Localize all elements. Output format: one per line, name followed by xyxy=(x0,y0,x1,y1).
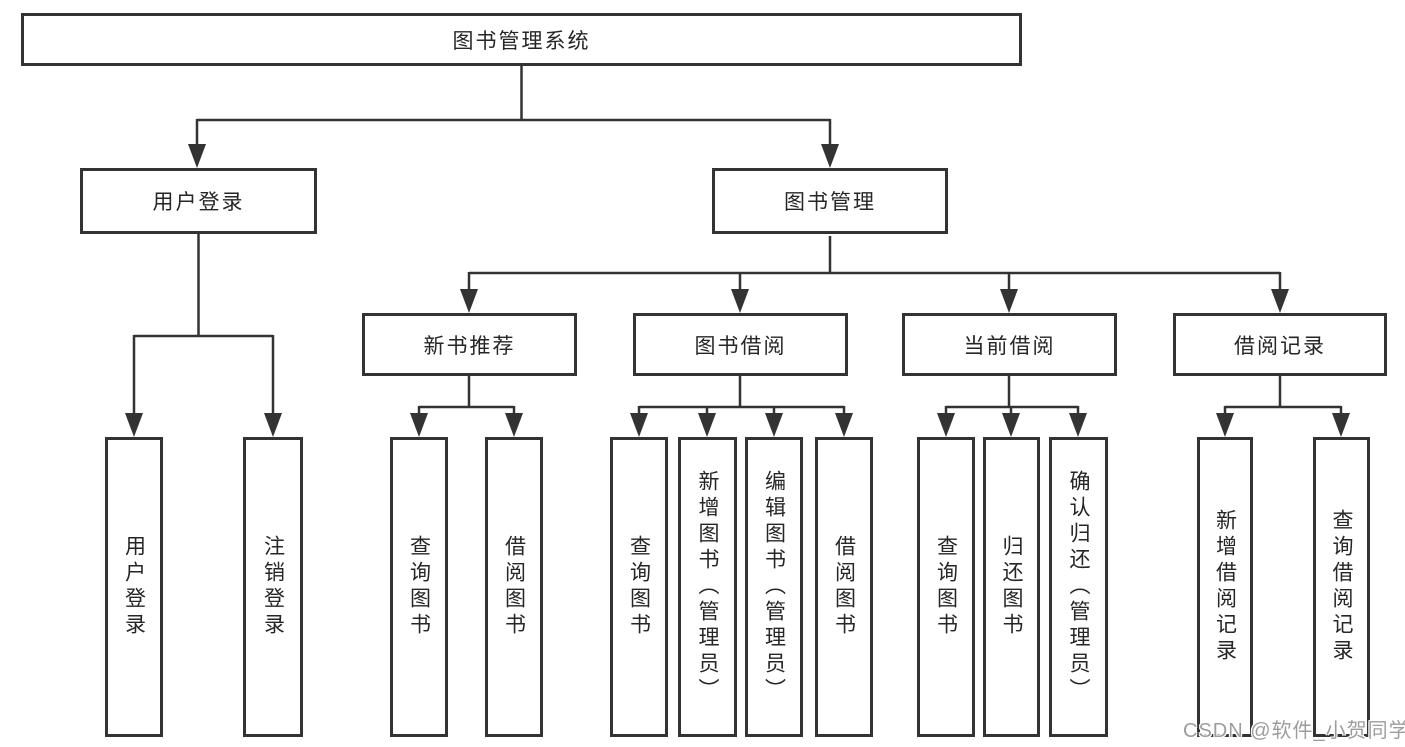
arrowheads xyxy=(125,144,1350,437)
leaf-edit-books-admin: 编辑图书（管理员） xyxy=(745,437,803,737)
watermark: CSDN @软件_小贺同学 xyxy=(1183,720,1405,742)
leaf-borrow-books-2: 借阅图书 xyxy=(815,437,873,737)
node-new-book-recommendation: 新书推荐 xyxy=(362,313,577,376)
node-book-borrowing: 图书借阅 xyxy=(633,313,848,376)
node-user-login: 用户登录 xyxy=(80,168,317,234)
leaf-query-books-2: 查询图书 xyxy=(610,437,668,737)
leaf-return-books: 归还图书 xyxy=(983,437,1040,737)
leaf-add-borrow-record: 新增借阅记录 xyxy=(1197,437,1253,737)
node-library-management-system: 图书管理系统 xyxy=(21,13,1022,66)
node-borrowing-records: 借阅记录 xyxy=(1173,313,1387,376)
leaf-confirm-return-admin: 确认归还（管理员） xyxy=(1049,437,1108,737)
node-book-management: 图书管理 xyxy=(712,168,948,234)
leaf-logout: 注销登录 xyxy=(243,437,303,737)
leaf-borrow-books-1: 借阅图书 xyxy=(485,437,543,737)
leaf-add-books-admin: 新增图书（管理员） xyxy=(678,437,737,737)
leaf-user-login: 用户登录 xyxy=(105,437,163,737)
leaf-query-books-1: 查询图书 xyxy=(390,437,448,737)
node-current-borrowing: 当前借阅 xyxy=(902,313,1117,376)
leaf-query-borrow-record: 查询借阅记录 xyxy=(1313,437,1370,737)
leaf-query-books-3: 查询图书 xyxy=(917,437,975,737)
